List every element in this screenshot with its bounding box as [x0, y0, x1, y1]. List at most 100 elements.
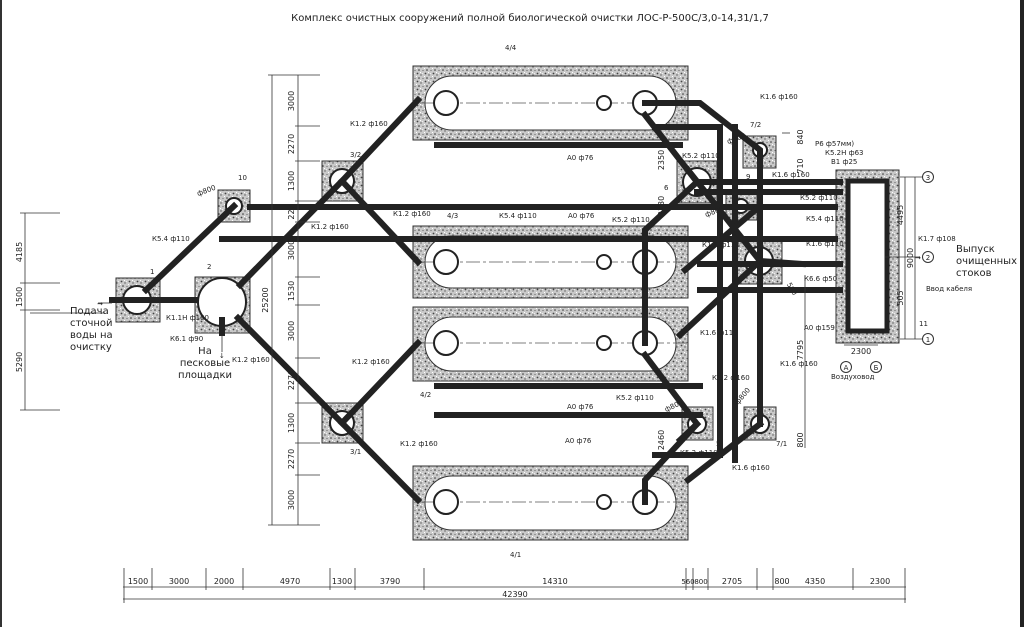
pipe-label: К5.4 ф110 — [806, 215, 844, 223]
dim-vertical: 227 — [287, 204, 296, 219]
label-well-5: 5 — [716, 440, 720, 448]
pipe-label: К5.2Н ф63 — [825, 149, 863, 157]
inlet-caption-line: воды на — [70, 330, 113, 341]
pipe-label: К5.2 ф110 — [616, 394, 654, 402]
left-dimensions: 4185 1500 5290 25200 3000 2270 1300 227 … — [15, 74, 320, 526]
pipe-labels: 4/4 К1.2 ф160 3/2 10 ф800 К5.4 ф110 1 2 … — [150, 44, 972, 559]
dim-bottom: 4970 — [280, 577, 300, 586]
outlet-caption-line: стоков — [956, 268, 992, 279]
dim-vertical: 1300 — [287, 413, 296, 433]
dim-vertical: 1300 — [287, 171, 296, 191]
pipelines — [109, 95, 843, 505]
dim-right: 710 — [796, 158, 805, 173]
label-tank-4-3: 4/3 — [447, 212, 458, 220]
label-well-1: 1 — [150, 268, 154, 276]
sand-caption: На песковые площадки — [178, 346, 232, 381]
dim-bottom: 14310 — [542, 577, 567, 586]
label-well-6: 6 — [664, 184, 669, 192]
label-11: 11 — [919, 320, 928, 328]
outlet-caption: Выпуск очищенных стоков — [956, 244, 1017, 279]
leader-lines — [30, 256, 920, 352]
outlet-caption-line: очищенных — [956, 256, 1017, 267]
dim-right: 4495 — [896, 205, 905, 225]
label-air-duct: Воздуховод — [831, 373, 875, 381]
pipe-label: К1.2 ф160 — [393, 210, 431, 218]
axis-marker-a: А — [844, 364, 849, 372]
label-tank-4-2: 4/2 — [420, 391, 431, 399]
label-well-2: 2 — [207, 263, 211, 271]
dim-building-width: 2300 — [851, 347, 871, 356]
label-well-7-2: 7/2 — [750, 121, 761, 129]
pipe-label: А0 ф76 — [567, 403, 594, 411]
inlet-arrow-icon: → — [97, 300, 103, 308]
label-tank-4-1: 4/1 — [510, 551, 521, 559]
dim-right: 2130 — [657, 196, 666, 216]
pipe-label: К1.6 ф110 — [702, 241, 740, 249]
dim-left: 4185 — [15, 242, 24, 262]
dim-right: 7795 — [796, 340, 805, 360]
dim-bottom: 800 — [694, 578, 707, 586]
dim-vertical: 3000 — [287, 490, 296, 510]
pipe-label: Р6 ф57мм) — [815, 140, 854, 148]
dim-vertical: 3000 — [287, 91, 296, 111]
dim-bottom: 2000 — [214, 577, 234, 586]
pipe-label: К1.6 ф160 — [732, 464, 770, 472]
pipe-label: К5.4 ф110 — [152, 235, 190, 243]
pipe-label: К1.2 ф160 — [311, 223, 349, 231]
dim-right: 800 — [796, 432, 805, 447]
dim-right: 840 — [796, 129, 805, 144]
inlet-caption-line: Подача — [70, 306, 109, 317]
dim-bottom: 3000 — [169, 577, 189, 586]
pipe-label: К1.2 ф160 — [400, 440, 438, 448]
pipe-label: К5.2 ф110 — [612, 216, 650, 224]
sand-caption-line: На — [198, 346, 212, 357]
dim-right: 2460 — [657, 430, 666, 450]
building-block — [835, 169, 900, 344]
pipe-label: К6.1 ф90 — [170, 335, 203, 343]
pipe-label: К5.2 ф160 — [712, 374, 750, 382]
pipe-label: К1.6 ф110 — [806, 240, 844, 248]
pipe-label: К1.2 ф160 — [232, 356, 270, 364]
pipe-label: К1.1Н ф160 — [166, 314, 209, 322]
pipe-label: К1.6 ф160 — [760, 93, 798, 101]
dim-vertical: 3000 — [287, 240, 296, 260]
dim-bottom: 1500 — [128, 577, 148, 586]
axis-marker-b: Б — [874, 364, 879, 372]
outlet-caption-line: Выпуск — [956, 244, 995, 255]
tank-4-2 — [412, 306, 690, 382]
label-well-3-1: 3/1 — [350, 448, 361, 456]
pipe-label: К1.6 ф160 — [780, 360, 818, 368]
dim-vertical-total: 25200 — [261, 287, 270, 312]
dim-bottom: 800 — [774, 577, 789, 586]
dim-bottom: 1300 — [332, 577, 352, 586]
axis-marker-3: 3 — [926, 174, 930, 182]
pipe-label: К5.2 ф110 — [680, 449, 718, 457]
outlet-arrow-icon: → — [915, 254, 921, 262]
right-dimensions: 840 710 2350 2130 4495 9000 505 7795 800… — [657, 129, 934, 450]
sand-caption-line: площадки — [178, 370, 232, 381]
pipe-label: А0 ф76 — [568, 212, 595, 220]
diameter-label: ф800 — [196, 184, 217, 198]
label-tank-4-4: 4/4 — [505, 44, 517, 52]
pipe-label: А0 ф76 — [565, 437, 592, 445]
pipe-label: К5.2 ф110 — [800, 194, 838, 202]
inlet-caption: Подача сточной воды на очистку — [70, 306, 113, 353]
pipe-label: В1 ф25 — [831, 158, 857, 166]
label-well-9: 9 — [746, 173, 750, 181]
pipe-label: К1.6 ф160 — [772, 171, 810, 179]
inlet-caption-line: очистку — [70, 342, 112, 353]
label-well-8: 8 — [775, 286, 779, 294]
dim-bottom: 2705 — [722, 577, 742, 586]
dim-right: 9000 — [906, 248, 915, 268]
pipe-label: К1.7 ф108 — [918, 235, 956, 243]
label-well-10: 10 — [238, 174, 247, 182]
pipe-label: А0 ф159 — [804, 324, 835, 332]
dim-bottom: 560 — [681, 578, 694, 586]
dim-bottom: 3790 — [380, 577, 400, 586]
dim-bottom: 4350 — [805, 577, 825, 586]
dim-vertical: 2270 — [287, 134, 296, 154]
sand-caption-line: песковые — [180, 358, 230, 369]
axis-marker-2: 2 — [926, 254, 930, 262]
